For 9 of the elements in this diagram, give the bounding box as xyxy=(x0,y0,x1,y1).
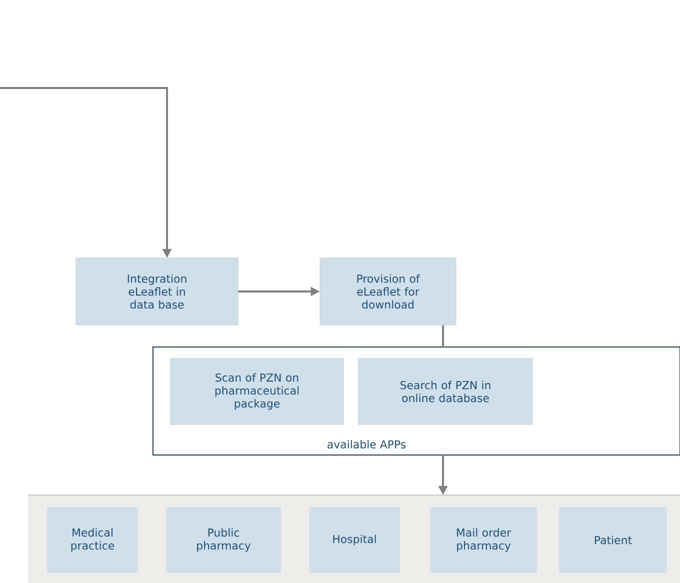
app-box: Scan of PZN on pharmaceutical package xyxy=(170,358,344,425)
recipient-box: Hospital xyxy=(309,507,400,573)
process-box: Provision of eLeaflet for download xyxy=(320,258,456,326)
recipient-box: Public pharmacy xyxy=(166,507,281,573)
recipient-box: Patient xyxy=(559,507,667,573)
app-box: Search of PZN in online database xyxy=(358,358,533,425)
process-box: Integration eLeaflet in data base xyxy=(76,258,238,326)
recipient-box: Mail order pharmacy xyxy=(430,507,537,573)
recipient-box: Medical practice xyxy=(47,507,138,573)
